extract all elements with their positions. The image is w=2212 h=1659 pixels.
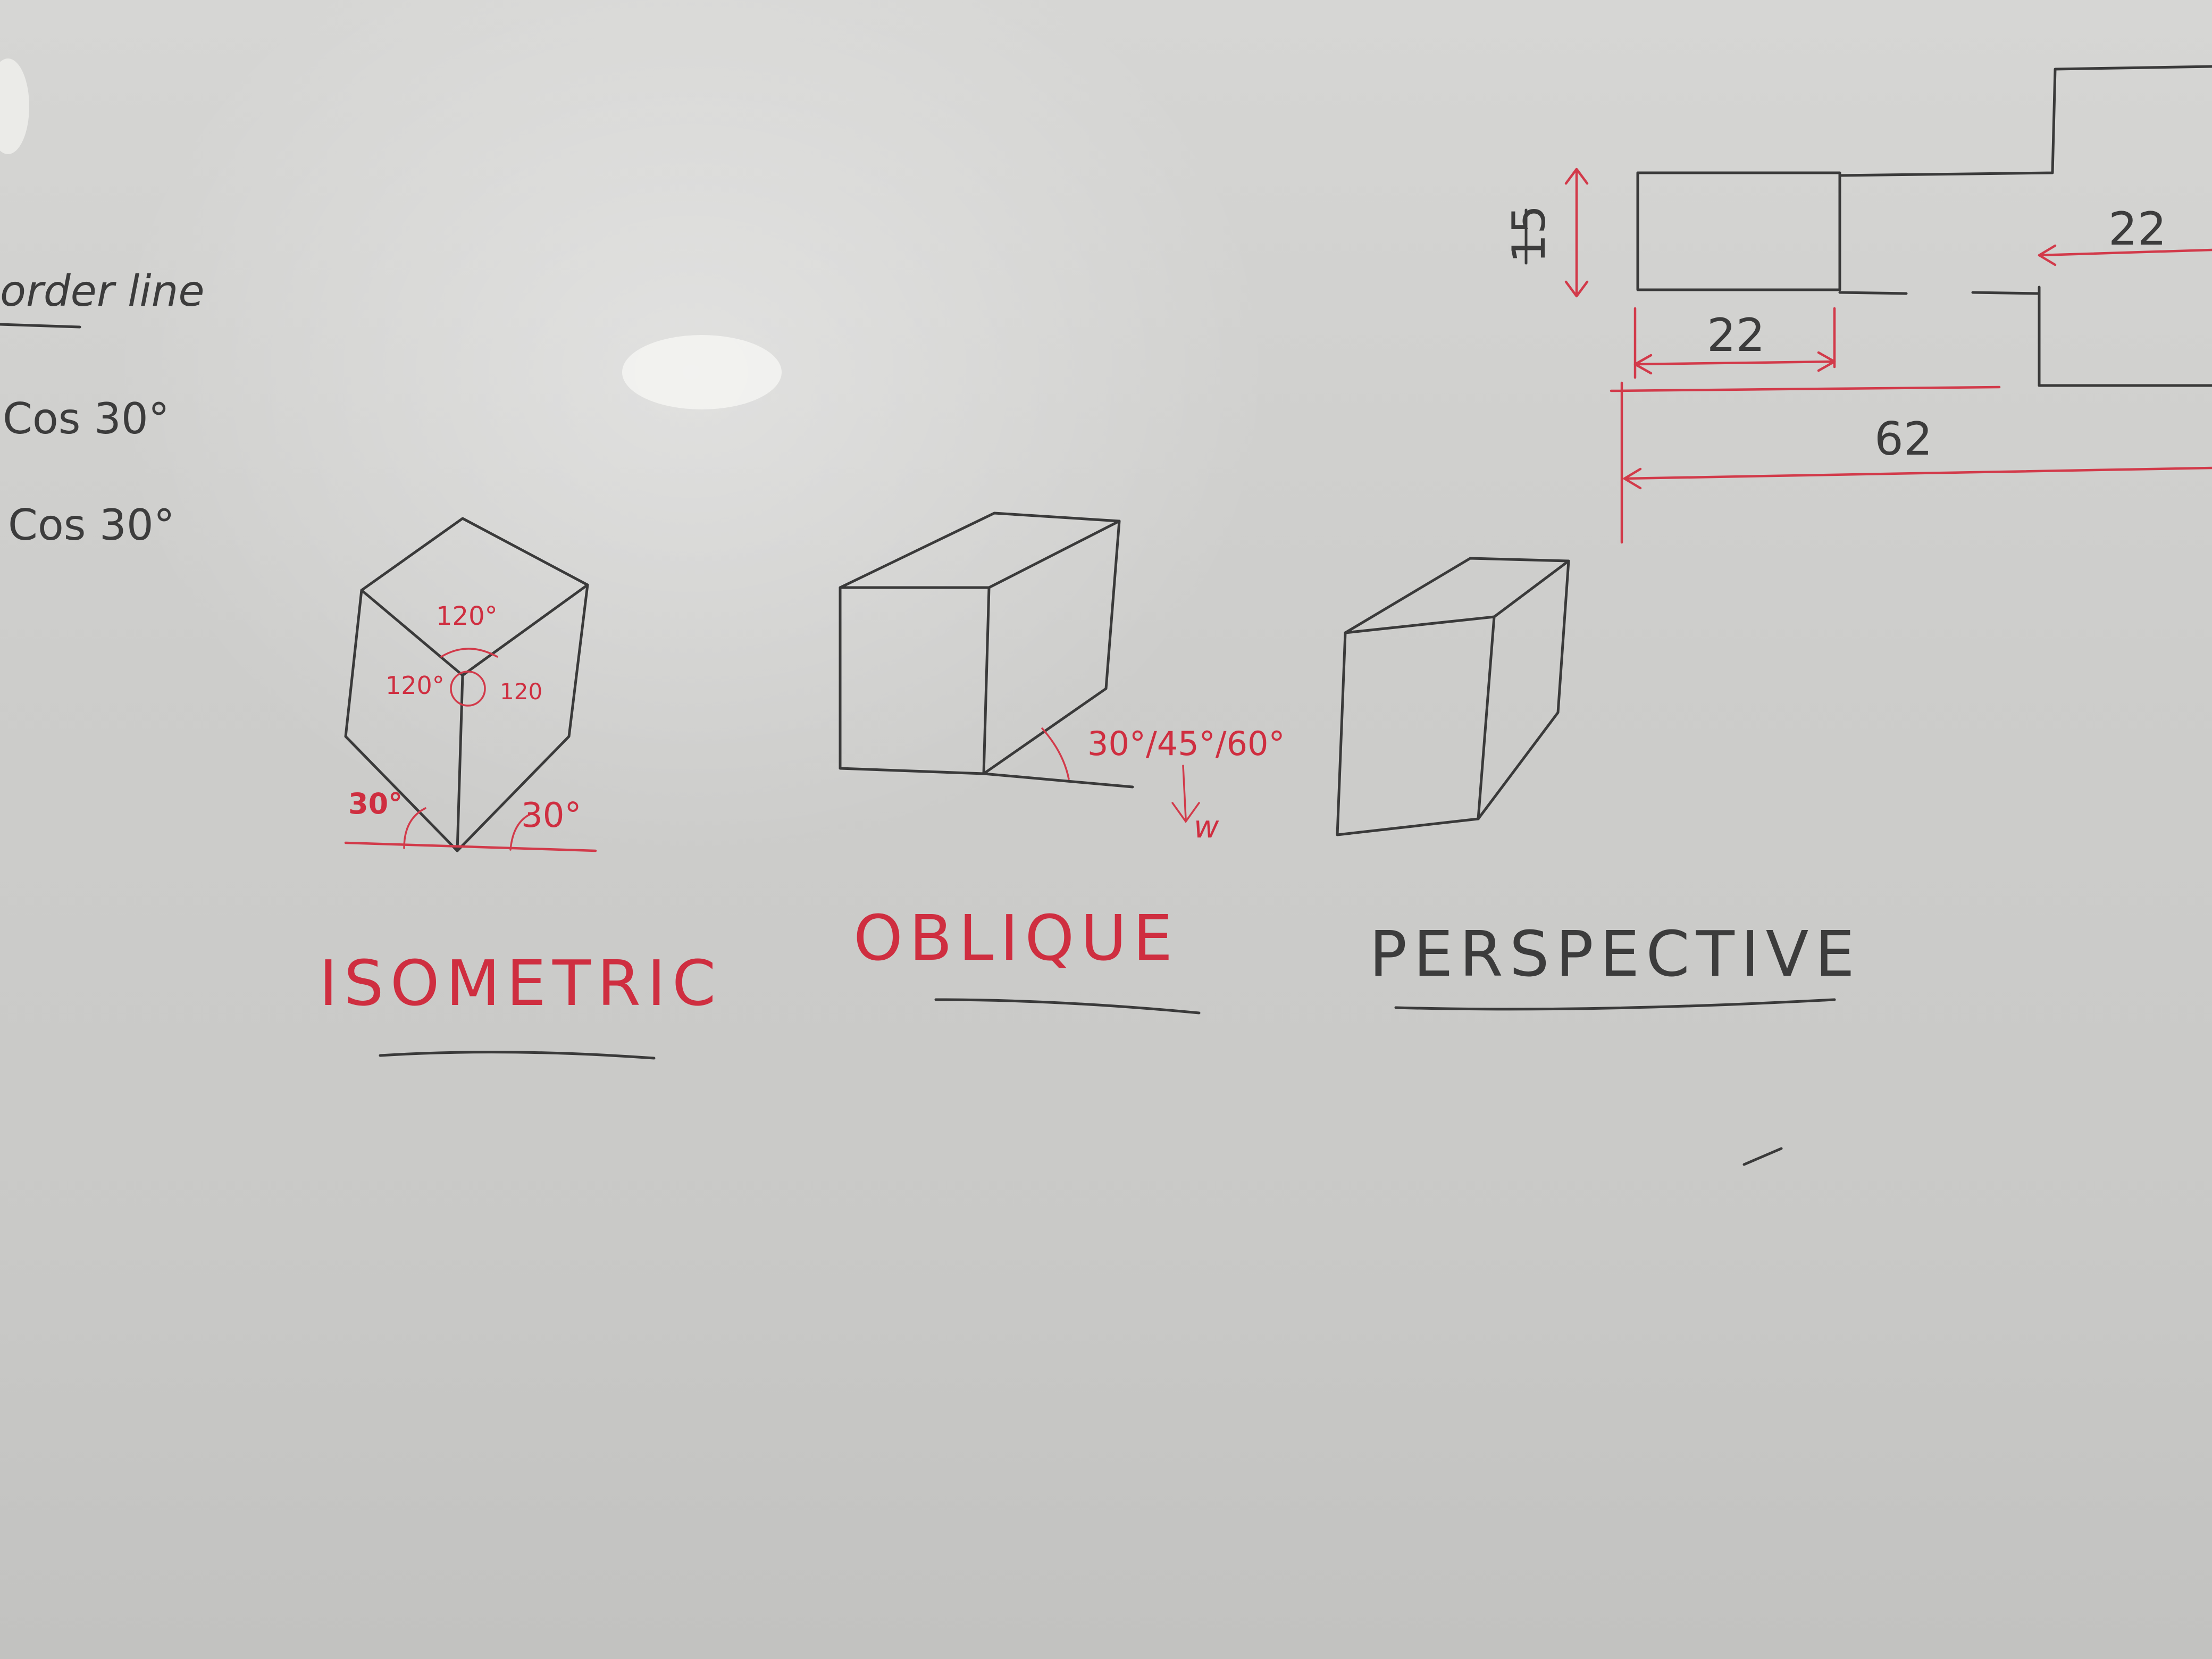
note-cos30-a: Cos 30° xyxy=(3,394,170,443)
oblique-angle-baseline xyxy=(982,772,1134,789)
isometric-baseline xyxy=(344,841,597,852)
perspective-label-underline xyxy=(1394,998,1836,1011)
dim-total-width-value: 62 xyxy=(1874,413,1932,466)
dim-small-arrow-right xyxy=(1817,351,1836,372)
oblique-angle-label: 30°/45°/60° xyxy=(1087,724,1285,763)
dim-small-rect xyxy=(1636,171,1841,291)
dim-height-value: 15 xyxy=(1503,205,1556,263)
perspective-label: PERSPECTIVE xyxy=(1369,917,1861,991)
isometric-base-angle-right: 30° xyxy=(521,796,581,835)
dim-step-outline xyxy=(1838,65,2212,177)
oblique-arrow-shaft xyxy=(1182,765,1187,820)
dim-small-width-value: 22 xyxy=(1707,309,1765,362)
dim-right-arrow-left xyxy=(2038,244,2057,266)
isometric-annotations: 120° 120° 120 30° 30° ISOMETRIC xyxy=(319,601,722,1060)
isometric-angle-right: 120 xyxy=(500,678,542,705)
oblique-annotations: 30°/45°/60° w OBLIQUE xyxy=(853,724,1285,1015)
light-glare xyxy=(622,335,782,409)
isometric-label: ISOMETRIC xyxy=(319,946,722,1020)
stray-mark xyxy=(1742,1147,1783,1166)
dim-small-arrow-left xyxy=(1633,354,1653,375)
isometric-angle-arc xyxy=(440,648,498,658)
perspective-top-face xyxy=(1344,557,1570,634)
perspective-cube: PERSPECTIVE xyxy=(1336,557,1861,1011)
note-cos30-b: Cos 30° xyxy=(8,500,175,550)
note-underline xyxy=(0,323,81,329)
light-glare-left xyxy=(0,58,29,154)
dim-extension-right xyxy=(1971,291,2041,295)
isometric-edge-right xyxy=(461,583,589,677)
isometric-base-arc-left xyxy=(403,807,426,849)
oblique-angle-arc xyxy=(1041,727,1070,780)
note-border-line: order line xyxy=(0,266,205,316)
dimensioned-view xyxy=(1636,65,2212,387)
oblique-arrow-head xyxy=(1171,802,1200,824)
dim-small-width-line xyxy=(1633,360,1836,366)
oblique-front-face xyxy=(839,586,991,775)
perspective-front-face xyxy=(1336,615,1496,836)
oblique-label-underline xyxy=(934,998,1201,1015)
dim-total-arrow-left xyxy=(1623,467,1642,490)
oblique-top-face xyxy=(839,512,1121,589)
isometric-base-arc-right xyxy=(509,812,533,851)
dimension-annotations: 15 22 62 22 xyxy=(1503,167,2212,544)
dim-extension-mid xyxy=(1838,291,1908,295)
dim-top-reference-line xyxy=(1610,386,2001,392)
perspective-side-face xyxy=(1477,559,1570,820)
isometric-label-underline xyxy=(379,1051,656,1060)
oblique-arrow-note: w xyxy=(1194,809,1219,845)
isometric-angle-left: 120° xyxy=(386,671,445,700)
oblique-side-face xyxy=(982,520,1121,775)
isometric-angle-circle xyxy=(450,671,486,707)
dim-right-width-value: 22 xyxy=(2108,203,2166,256)
isometric-edge-left xyxy=(360,589,464,677)
isometric-angle-top: 120° xyxy=(436,601,498,631)
dim-height-arrow-bottom xyxy=(1564,280,1589,298)
dim-right-width-line xyxy=(2038,248,2212,257)
dim-total-width-line xyxy=(1623,466,2212,480)
oblique-cube xyxy=(839,512,1121,775)
isometric-base-angle-left: 30° xyxy=(348,787,403,820)
dim-height-arrow-top xyxy=(1564,167,1589,185)
oblique-label: OBLIQUE xyxy=(853,901,1179,975)
